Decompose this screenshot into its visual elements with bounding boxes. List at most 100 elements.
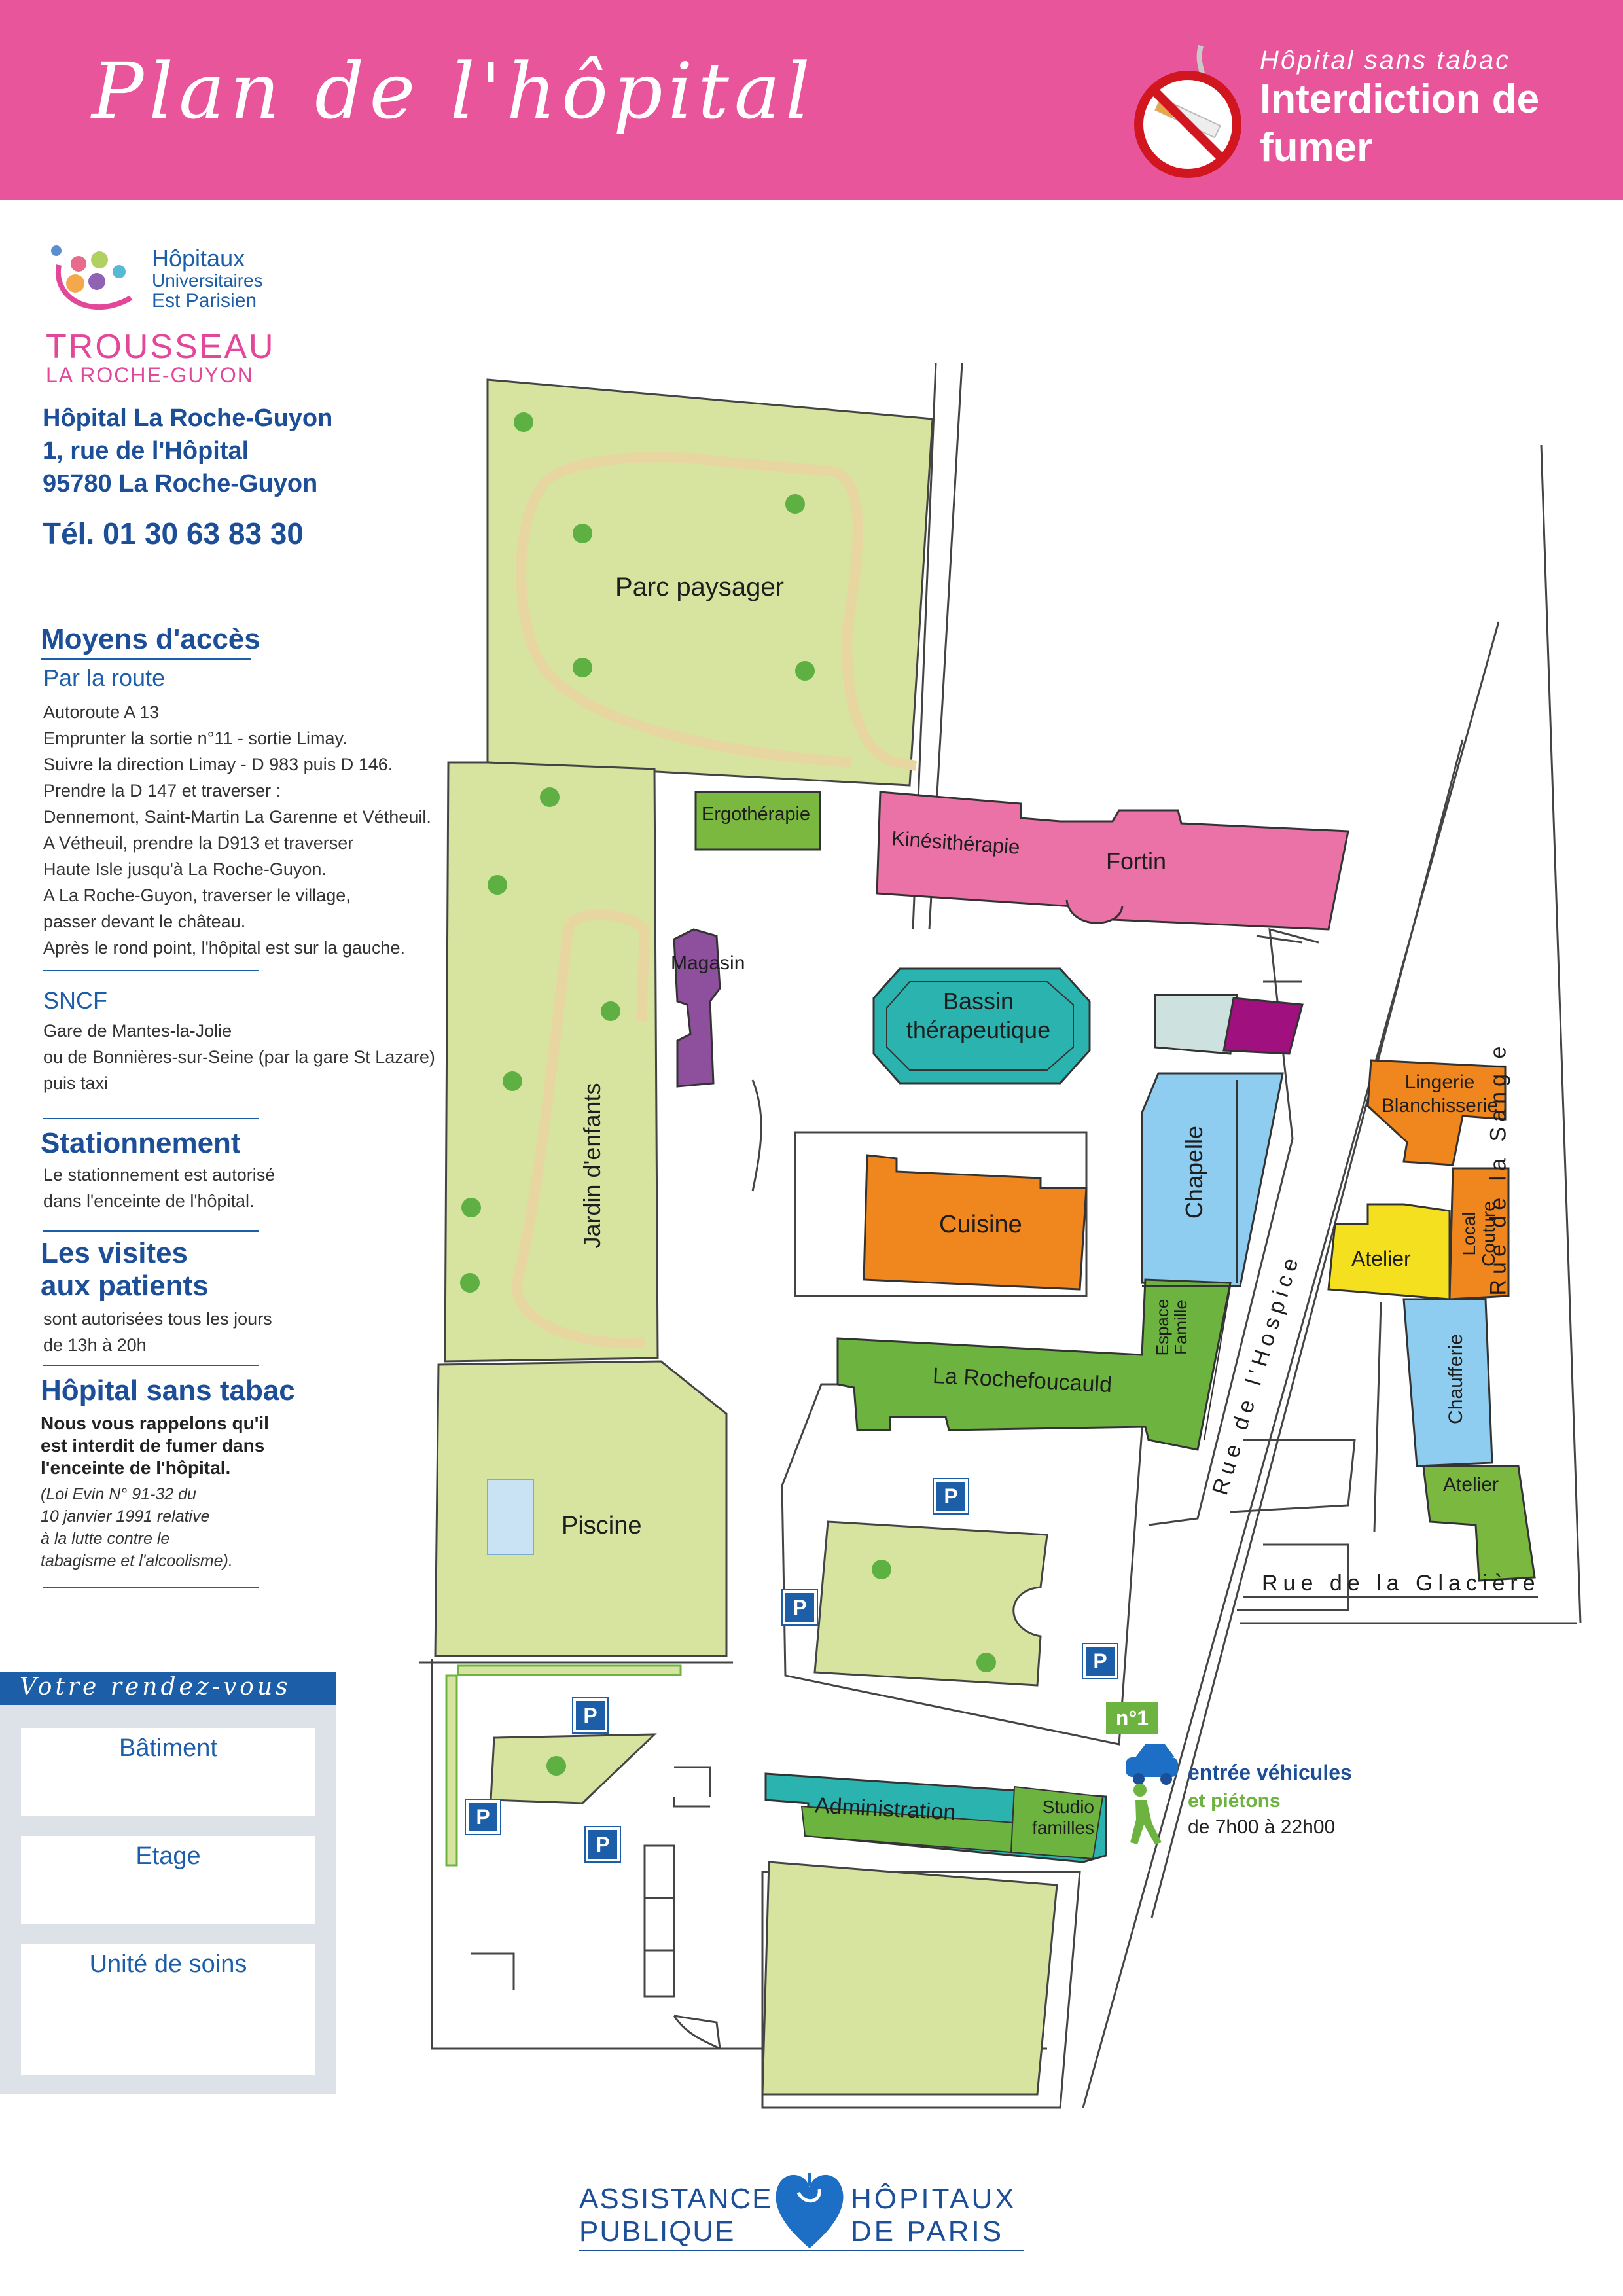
brand-trousseau: TROUSSEAU xyxy=(46,328,276,366)
building-cuisine xyxy=(863,1154,1088,1291)
appointment-building-field[interactable]: Bâtiment xyxy=(21,1728,315,1816)
aphp-left-line2: PUBLIQUE xyxy=(579,2215,736,2248)
hospital-name: Hôpital La Roche-Guyon xyxy=(43,404,333,432)
trees xyxy=(460,412,996,1776)
entry-number-tag: n°1 xyxy=(1106,1702,1158,1734)
label-atelier2: Atelier xyxy=(1443,1474,1499,1496)
building-annex-grey xyxy=(1154,994,1238,1055)
building-chaufferie xyxy=(1402,1298,1493,1467)
aphp-right-line2: DE PARIS xyxy=(851,2215,1005,2248)
divider xyxy=(43,1230,259,1232)
access-road-text: Autoroute A 13 Emprunter la sortie n°11 … xyxy=(43,702,431,958)
hospital-city: 95780 La Roche-Guyon xyxy=(43,470,318,497)
tree-icon xyxy=(785,494,805,514)
building-local-couture xyxy=(1448,1167,1510,1300)
aphp-underline xyxy=(579,2250,1024,2251)
building-studio xyxy=(1010,1785,1104,1860)
label-cuisine: Cuisine xyxy=(939,1211,1022,1238)
building-chapelle xyxy=(1141,1072,1284,1287)
tree-icon xyxy=(872,1560,891,1579)
nosmoke-title: Interdiction de fumer xyxy=(1260,77,1540,170)
label-fortin: Fortin xyxy=(1106,848,1167,874)
appointment-title-bar: Votre rendez-vous xyxy=(0,1672,336,1705)
label-lingerie: Lingerie Blanchisserie xyxy=(1381,1071,1499,1117)
header-banner xyxy=(0,0,1623,200)
label-parc: Parc paysager xyxy=(615,573,784,601)
tree-icon xyxy=(514,412,533,432)
parking-title: Stationnement xyxy=(41,1127,241,1159)
label-ergotherapie: Ergothérapie xyxy=(702,804,811,825)
lawn-parc-paysager xyxy=(486,378,934,787)
label-magasin: Magasin xyxy=(671,952,745,974)
tree-icon xyxy=(795,661,815,681)
tree-icon xyxy=(546,1756,566,1776)
hospital-street: 1, rue de l'Hôpital xyxy=(43,437,249,465)
label-studio: Studio familles xyxy=(1032,1797,1094,1838)
building-atelier1 xyxy=(1327,1203,1451,1300)
lawn-small xyxy=(490,1733,657,1804)
no-smoking-icon xyxy=(1134,45,1241,178)
lawn-piscine xyxy=(434,1360,728,1657)
building-espace-famille xyxy=(1142,1285,1232,1441)
divider xyxy=(43,1365,259,1366)
lawn-south xyxy=(761,1861,1058,2096)
tree-icon xyxy=(460,1273,480,1293)
appointment-title: Votre rendez-vous xyxy=(20,1674,291,1700)
access-road-title: Par la route xyxy=(43,664,166,691)
building-magasin xyxy=(673,928,721,1088)
logo-line1: Hôpitaux xyxy=(152,245,245,272)
building-atelier2 xyxy=(1422,1465,1536,1582)
nosmoke-subtitle: Hôpital sans tabac xyxy=(1260,46,1511,75)
label-chaufferie: Chaufferie xyxy=(1445,1334,1467,1424)
appointment-floor-field[interactable]: Etage xyxy=(21,1836,315,1924)
building-bassin xyxy=(872,967,1091,1085)
label-piscine: Piscine xyxy=(562,1512,642,1539)
parking-icon: P xyxy=(781,1589,818,1626)
divider xyxy=(43,970,259,971)
brand-sub: LA ROCHE-GUYON xyxy=(46,363,254,387)
tree-icon xyxy=(461,1198,481,1217)
tree-icon xyxy=(573,658,592,677)
entry-pedestrians: et piétons xyxy=(1188,1790,1281,1812)
visits-title: Les visites aux patients xyxy=(41,1237,209,1302)
building-ergotherapie xyxy=(694,791,821,851)
parking-icon: P xyxy=(933,1478,969,1515)
building-bassin-inner xyxy=(886,981,1074,1071)
tobacco-law: (Loi Evin N° 91-32 du 10 janvier 1991 re… xyxy=(41,1485,233,1570)
logo-line2: Universitaires xyxy=(152,270,263,291)
entry-vehicles: entrée véhicules xyxy=(1188,1761,1352,1784)
aphp-heart-icon xyxy=(776,2173,844,2248)
hupe-logo-icon xyxy=(51,245,133,310)
road-glaciere: Rue de la Glacière xyxy=(1262,1571,1541,1596)
building-fortin-apse xyxy=(1065,899,1124,924)
divider xyxy=(43,1118,259,1119)
logo-line3: Est Parisien xyxy=(152,290,257,312)
label-bassin: Bassin thérapeutique xyxy=(906,988,1051,1043)
divider xyxy=(41,658,251,660)
road-sangle: Rue de la Sangle xyxy=(1486,1041,1511,1296)
garden-paths xyxy=(511,452,918,1349)
parking-text: Le stationnement est autorisé dans l'enc… xyxy=(43,1165,276,1211)
tree-icon xyxy=(573,524,592,543)
tobacco-notice: Nous vous rappelons qu'il est interdit d… xyxy=(41,1413,269,1478)
tree-icon xyxy=(488,875,507,895)
lawn-center xyxy=(813,1520,1048,1687)
visits-text: sont autorisées tous les jours de 13h à … xyxy=(43,1309,272,1355)
access-train-text: Gare de Mantes-la-Jolie ou de Bonnières-… xyxy=(43,1021,435,1093)
parking-icon: P xyxy=(572,1697,609,1734)
appointment-floor-label: Etage xyxy=(135,1842,201,1870)
hedges xyxy=(445,1664,682,1867)
site-outlines xyxy=(419,363,1582,2109)
label-espace-famille: Espace Famille xyxy=(1152,1299,1190,1356)
access-title: Moyens d'accès xyxy=(41,623,260,655)
appointment-unit-field[interactable]: Unité de soins xyxy=(21,1944,315,2075)
parking-icon: P xyxy=(584,1826,621,1863)
appointment-unit-label: Unité de soins xyxy=(89,1950,247,1978)
page-title: Plan de l'hôpital xyxy=(92,46,815,136)
label-chapelle: Chapelle xyxy=(1181,1125,1207,1219)
tobacco-title: Hôpital sans tabac xyxy=(41,1374,295,1407)
tree-icon xyxy=(976,1653,996,1672)
parking-icon: P xyxy=(465,1799,501,1835)
label-atelier1: Atelier xyxy=(1351,1247,1411,1270)
